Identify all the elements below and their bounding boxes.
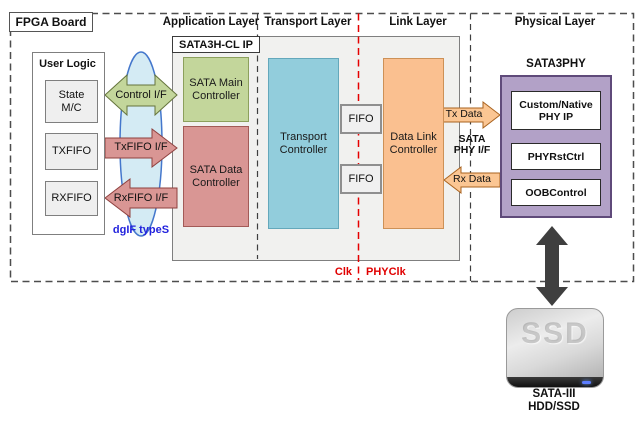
- physical-layer-heading: Physical Layer: [514, 16, 596, 28]
- rx-data-label: Rx Data: [453, 173, 491, 185]
- rxfifo-block: RXFIFO: [45, 181, 98, 216]
- txfifo-block: TXFIFO: [45, 133, 98, 170]
- link-layer-heading: Link Layer: [389, 16, 447, 28]
- sata-main-controller-block: SATA Main Controller: [183, 57, 249, 122]
- control-if-label: Control I/F: [115, 89, 167, 101]
- sata3phy-title: SATA3PHY: [526, 58, 586, 70]
- fifo-bottom-block: FIFO: [340, 164, 382, 194]
- dgif-types-label: dgIF typeS: [112, 224, 170, 236]
- fpga-board-label: FPGA Board: [9, 12, 93, 32]
- phyrstctrl-block: PHYRstCtrl: [511, 143, 601, 170]
- transport-layer-heading: Transport Layer: [264, 16, 352, 28]
- sata-ip-title: SATA3H-CL IP: [172, 36, 260, 53]
- rxfifo-if-label: RxFIFO I/F: [113, 192, 169, 204]
- user-logic-title: User Logic: [39, 58, 96, 70]
- ssd-bottom-strip: [507, 377, 603, 387]
- state-mc-block: State M/C: [45, 80, 98, 123]
- phyclk-label: PHYClk: [366, 266, 406, 278]
- fifo-top-block: FIFO: [340, 104, 382, 134]
- sata-link-double-arrow: [536, 226, 568, 306]
- sata-data-controller-block: SATA Data Controller: [183, 126, 249, 227]
- ssd-embossed-text: SSD: [521, 317, 589, 350]
- ssd-drive-image: SSD: [506, 308, 604, 388]
- application-layer-heading: Application Layer: [162, 16, 260, 28]
- transport-controller-block: Transport Controller: [268, 58, 339, 229]
- sata-phy-if-label: SATA PHY I/F: [453, 133, 491, 156]
- data-link-controller-block: Data Link Controller: [383, 58, 444, 229]
- tx-data-label: Tx Data: [445, 108, 483, 120]
- clk-label: Clk: [334, 266, 352, 278]
- custom-native-phy-block: Custom/Native PHY IP: [511, 91, 601, 130]
- ssd-caption: SATA-III HDD/SSD: [528, 388, 580, 413]
- oobcontrol-block: OOBControl: [511, 179, 601, 206]
- txfifo-if-label: TxFIFO I/F: [114, 141, 168, 153]
- ssd-led-light: [582, 381, 591, 384]
